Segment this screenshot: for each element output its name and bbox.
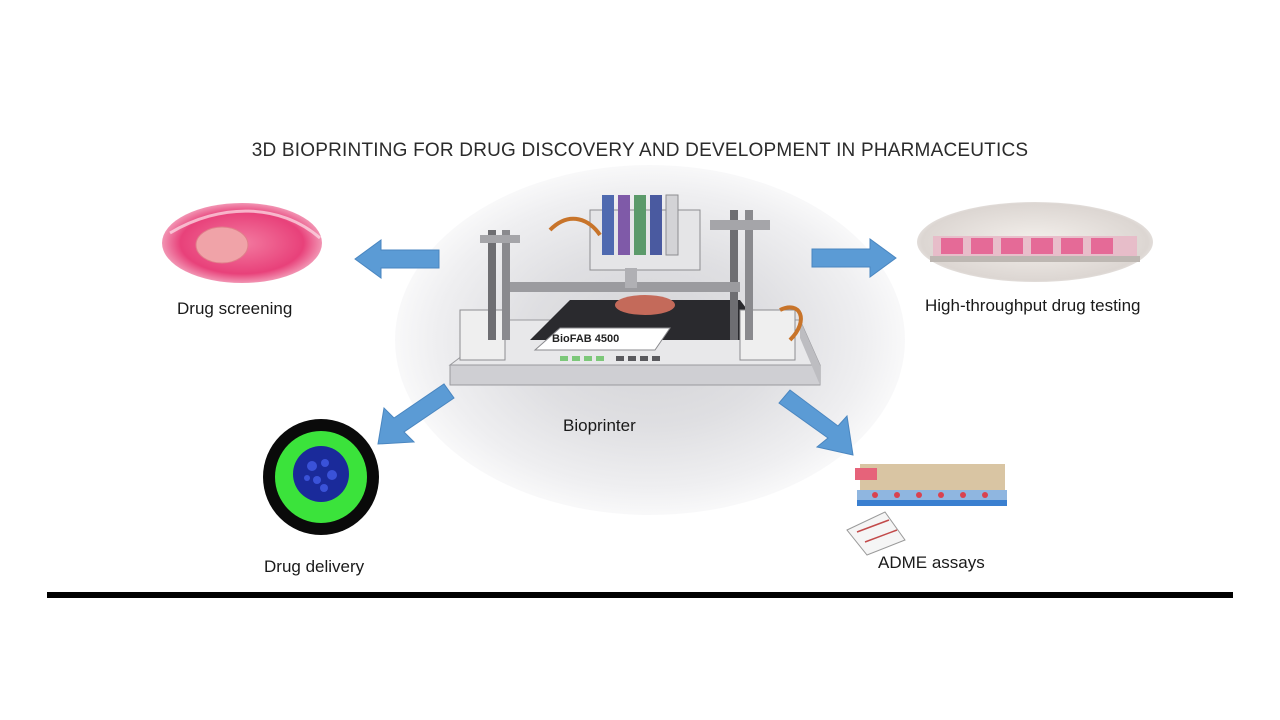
bioprinter-icon: BioFAB 4500 <box>448 194 821 386</box>
drug-delivery-icon <box>263 419 379 535</box>
arrow-to-high-throughput <box>811 238 897 278</box>
device-name: BioFAB 4500 <box>552 333 619 345</box>
diagram-title: 3D BIOPRINTING FOR DRUG DISCOVERY AND DE… <box>251 140 1029 161</box>
label-adme: ADME assays <box>878 553 985 572</box>
arrow-to-drug-screening <box>354 239 440 279</box>
label-drug-delivery: Drug delivery <box>264 557 365 576</box>
petri-dish-icon <box>162 203 322 283</box>
well-plate-icon <box>917 202 1153 282</box>
bottom-divider <box>47 592 1233 598</box>
label-drug-screening: Drug screening <box>177 299 293 318</box>
label-bioprinter: Bioprinter <box>563 416 636 435</box>
arrow-to-adme <box>778 389 854 456</box>
arrow-to-drug-delivery <box>377 383 455 445</box>
label-high-throughput: High-throughput drug testing <box>925 296 1141 315</box>
adme-chip-icon <box>846 464 1007 556</box>
